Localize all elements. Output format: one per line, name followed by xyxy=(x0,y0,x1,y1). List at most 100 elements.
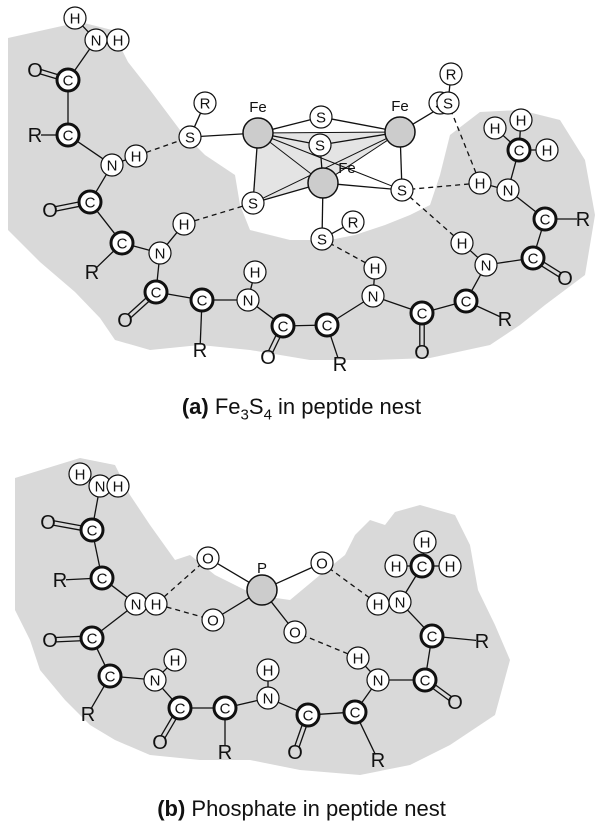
atom-c: C xyxy=(270,313,296,339)
atom-label: C xyxy=(528,251,539,268)
covalent-bond xyxy=(161,687,174,701)
covalent-bond xyxy=(405,575,417,593)
atom-label: H xyxy=(516,113,527,130)
double-bond xyxy=(53,524,81,531)
covalent-bond xyxy=(95,174,107,193)
atom-circle xyxy=(63,6,87,30)
atom-label: N xyxy=(107,158,118,175)
atom-circle xyxy=(314,312,340,338)
metal-atom-label: Fe xyxy=(338,160,356,177)
atom-h: H xyxy=(363,256,387,280)
atom-n: N xyxy=(256,686,280,710)
double-bond xyxy=(55,635,81,639)
atom-label: H xyxy=(151,597,162,614)
atom-circle xyxy=(450,231,474,255)
atom-label: C xyxy=(63,128,74,145)
covalent-bond xyxy=(442,636,477,642)
atom-label: C xyxy=(420,673,431,690)
covalent-bond xyxy=(235,699,258,707)
atom-circle xyxy=(520,245,546,271)
atom-circle xyxy=(167,695,193,721)
atom-circle xyxy=(535,138,559,162)
atom-circle xyxy=(390,178,414,202)
covalent-bond xyxy=(426,646,431,670)
atom-label: C xyxy=(220,701,231,718)
double-bond xyxy=(298,725,308,748)
atom-label: S xyxy=(316,110,326,127)
hydrogen-bond xyxy=(331,243,366,264)
atom-label: H xyxy=(490,121,501,138)
covalent-bond xyxy=(399,146,403,180)
atom-c: C xyxy=(506,137,532,163)
atom-circle xyxy=(97,663,123,689)
atom-p: P xyxy=(246,560,278,606)
atom-label: S xyxy=(317,232,327,249)
atom-circle xyxy=(144,592,168,616)
atom-label: N xyxy=(243,293,254,310)
double-bond xyxy=(294,724,303,746)
double-bond xyxy=(55,201,79,208)
atom-n: N xyxy=(361,284,385,308)
atom-s: S xyxy=(309,105,333,129)
atom-r: R xyxy=(371,750,385,772)
covalent-bond xyxy=(535,229,543,248)
covalent-bond xyxy=(490,185,498,188)
atom-c: C xyxy=(409,300,435,326)
atom-circle xyxy=(189,287,215,313)
atom-label: N xyxy=(263,691,274,708)
atom-h: H xyxy=(366,592,390,616)
atom-label: H xyxy=(542,143,553,160)
atom-r: R xyxy=(193,91,217,115)
covalent-bond xyxy=(166,232,178,245)
covalent-bond xyxy=(331,226,344,235)
covalent-bond xyxy=(275,566,313,585)
atom-label: H xyxy=(250,265,261,282)
atom-circle xyxy=(143,668,167,692)
atom-c: C xyxy=(419,623,445,649)
atom-label: C xyxy=(322,318,333,335)
caption-formula: Fe3S4 xyxy=(214,394,272,424)
atom-circle xyxy=(283,620,307,644)
caption-tag: (a) xyxy=(181,394,209,419)
atom-circle xyxy=(148,241,172,265)
atom-label: C xyxy=(87,631,98,648)
atom-h: H xyxy=(124,144,148,168)
atom-label: O xyxy=(42,630,58,652)
atom-label: N xyxy=(373,673,384,690)
atom-label: H xyxy=(70,11,81,28)
atom-circle xyxy=(143,279,169,305)
caption-text: in peptide nest xyxy=(271,394,422,419)
atom-label: O xyxy=(557,268,573,290)
atom-label: C xyxy=(87,523,98,540)
covalent-bond xyxy=(407,609,425,629)
atom-circle xyxy=(196,546,220,570)
atom-n: N xyxy=(143,668,167,692)
double-bond xyxy=(434,684,452,698)
atom-h: H xyxy=(483,116,507,140)
atom-fe: Fe xyxy=(307,160,356,199)
double-bond xyxy=(272,336,281,353)
atom-label: H xyxy=(353,651,364,668)
atom-circle xyxy=(413,530,437,554)
atom-n: N xyxy=(474,253,498,277)
atom-label: H xyxy=(475,176,486,193)
atom-label: C xyxy=(97,571,108,588)
atom-circle xyxy=(310,227,334,251)
atom-label: H xyxy=(370,261,381,278)
cluster-edge xyxy=(269,141,312,175)
atom-h: H xyxy=(450,231,474,255)
atom-r: R xyxy=(28,125,42,147)
atom-label: C xyxy=(151,285,162,302)
atom-label: H xyxy=(445,559,456,576)
covalent-bond xyxy=(256,306,275,320)
metal-atom-sphere xyxy=(242,117,274,149)
atom-c: C xyxy=(89,565,115,591)
covalent-bond xyxy=(200,133,244,138)
atom-h: H xyxy=(172,212,196,236)
atom-label: C xyxy=(197,293,208,310)
atom-circle xyxy=(366,592,390,616)
atom-n: N xyxy=(124,592,148,616)
atom-label: R xyxy=(371,750,385,772)
atom-circle xyxy=(201,608,225,632)
caption-phosphate: (b) Phosphate in peptide nest xyxy=(0,796,603,822)
